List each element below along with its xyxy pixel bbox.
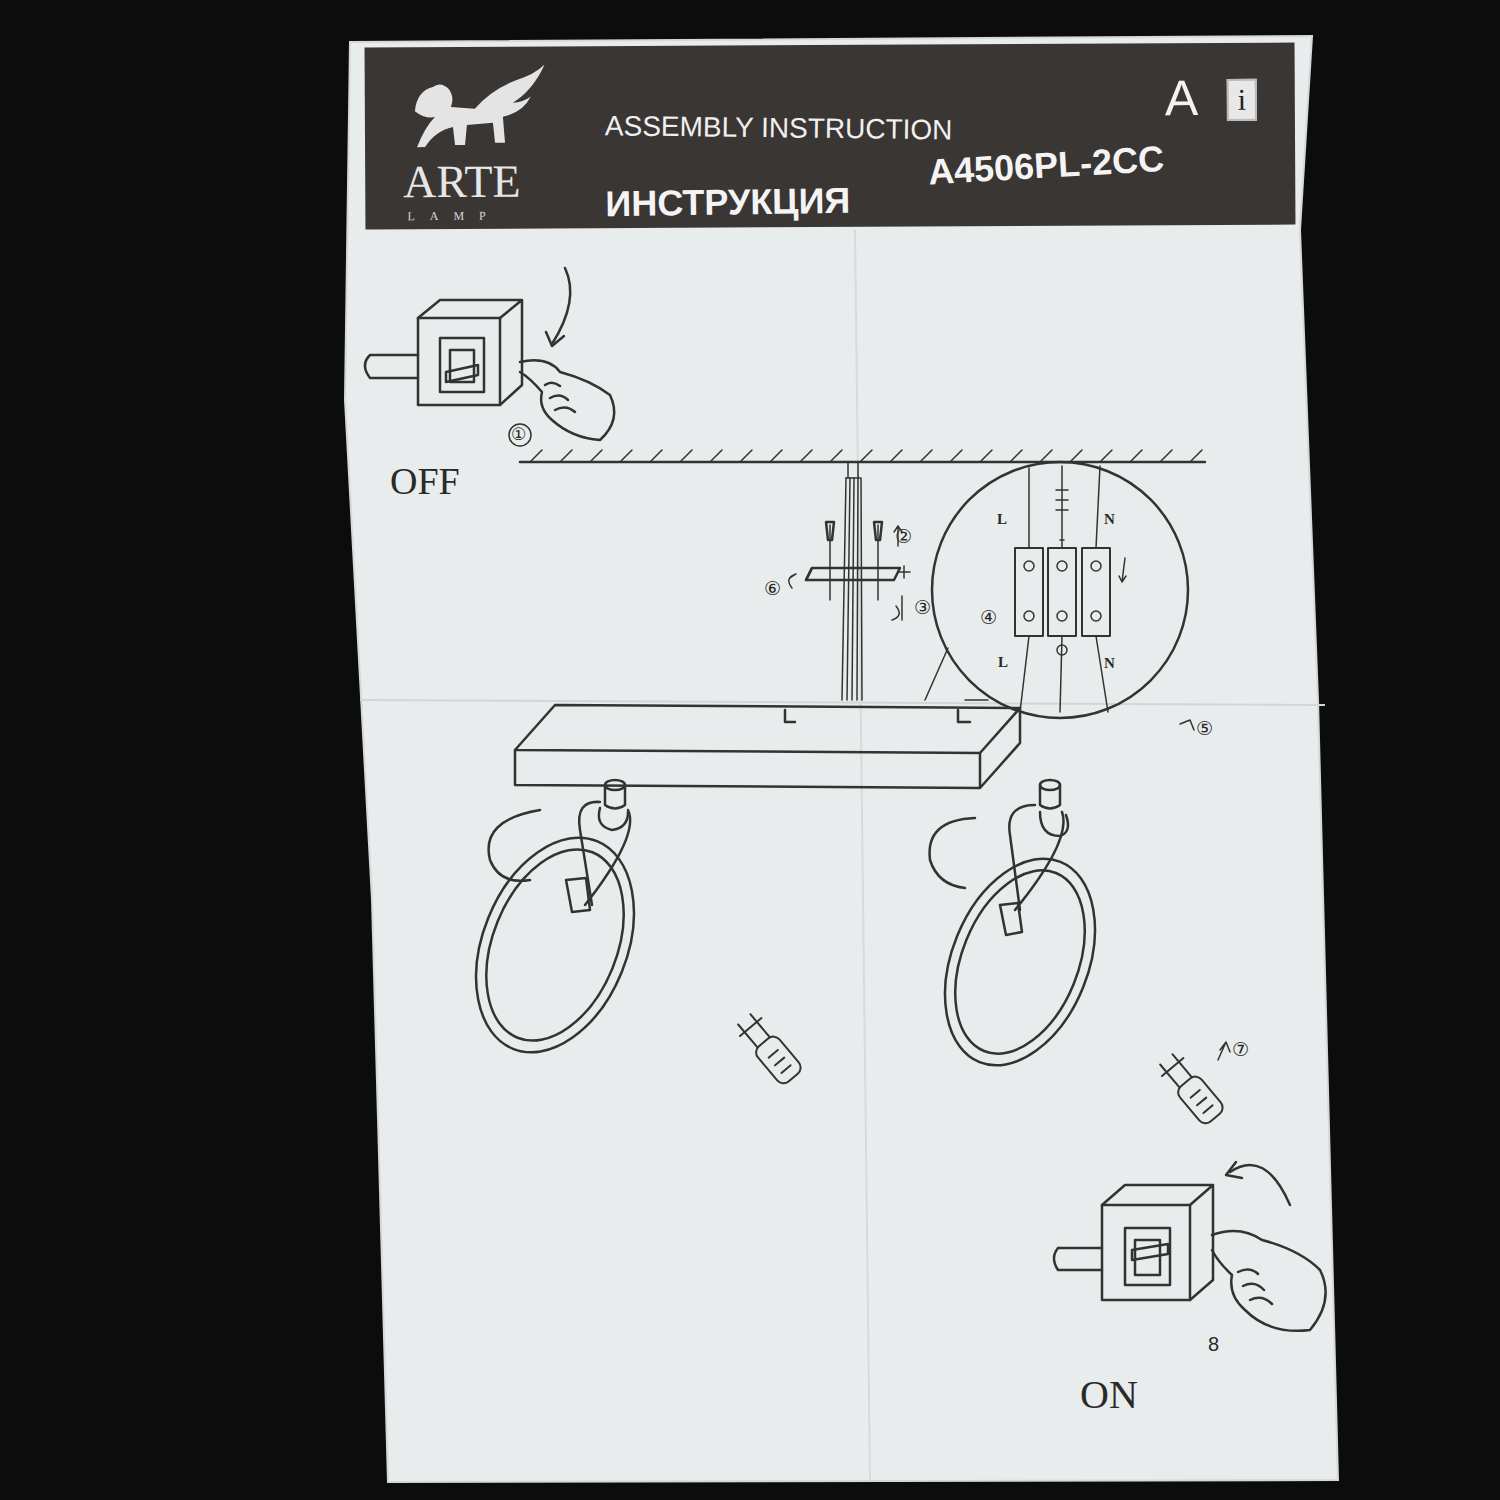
info-icon: i [1227,79,1258,121]
state-label: OFF [390,462,460,500]
callout-number: ① [511,426,526,443]
lion-logo [395,50,546,161]
lion-shape [415,64,545,147]
header-band: ARTE LAMP ASSEMBLY INSTRUCTION AiИНСТРУКЦИЯ… [365,43,1296,230]
ceiling-bar [515,705,1194,788]
g9-bulb [1156,1042,1230,1127]
heading-text: ИНСТРУКЦИЯ [605,183,850,222]
mounting-bracket [789,522,910,620]
callout-number: ⑤ [1196,719,1213,738]
callout-number: ③ [914,598,931,617]
fold-line [360,700,1325,705]
callout-number: ⑥ [764,579,781,598]
brand-name: ARTE [403,159,521,206]
wire-label: L [997,512,1007,527]
terminal-detail [925,462,1188,718]
model-number: A4506PL-2CC [927,141,1165,191]
spotlight-right [916,780,1123,1088]
wall-switch-off [365,268,614,446]
state-label: ON [1080,1375,1138,1415]
g9-bulb [734,1010,804,1086]
wire-label: N [1104,512,1115,527]
spotlight-left [446,780,663,1076]
wall-switch-on [1054,1162,1326,1331]
wire-label: N [1104,656,1115,671]
step-number: 8 [1208,1334,1219,1354]
language-letter: A [1165,73,1199,123]
callout-number: ④ [980,608,997,627]
callout-number: ⑦ [1232,1040,1249,1059]
paper-sheet [345,36,1338,1482]
callout-number: ② [895,527,912,546]
wire-label: L [998,655,1008,670]
fold-line [855,230,870,1480]
ceiling [520,450,1205,462]
brand-subname: LAMP [407,210,500,222]
heading-text: ASSEMBLY INSTRUCTION [605,112,953,144]
